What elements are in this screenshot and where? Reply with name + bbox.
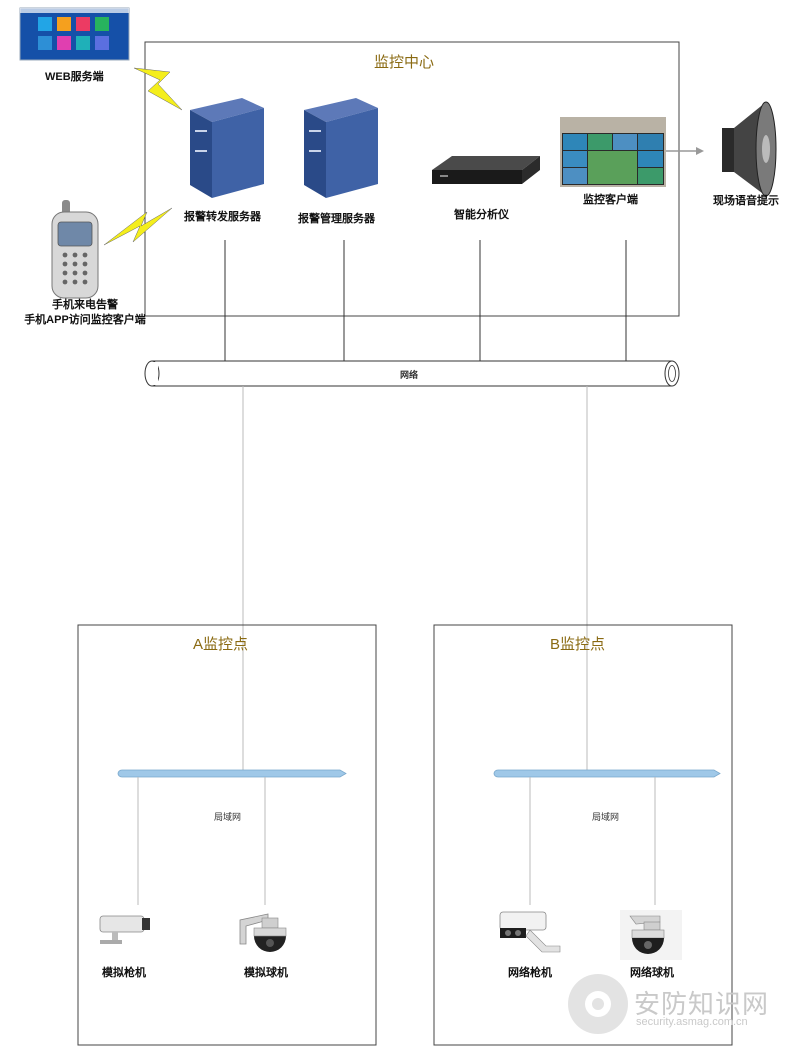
analyzer-label: 智能分析仪	[454, 209, 509, 221]
analog-bullet-camera-icon	[99, 915, 150, 944]
site-b-title: B监控点	[550, 636, 606, 653]
site-b-camera1-label: 网络枪机	[508, 967, 552, 979]
analyzer-icon	[432, 156, 540, 184]
network-dome-camera-icon	[620, 910, 682, 960]
center-box	[144, 41, 680, 317]
network-bullet-camera-icon	[499, 911, 561, 953]
lan-pipe-a	[117, 769, 347, 778]
web-app-tile	[57, 36, 71, 50]
site-b-lan-label: 局域网	[592, 812, 620, 822]
alarm-forward-server-icon	[190, 98, 264, 198]
site-a-title: A监控点	[193, 636, 249, 653]
lightning-icon-phone	[103, 207, 173, 246]
alarm-manage-server-label: 报警管理服务器	[298, 213, 375, 225]
alarm-manage-server-icon	[304, 98, 378, 198]
speaker-label: 现场语音提示	[713, 195, 779, 207]
site-a-camera1-label: 模拟枪机	[102, 967, 146, 979]
web-app-tile	[95, 17, 109, 31]
web-app-tile	[57, 17, 71, 31]
web-server-label: WEB服务端	[45, 71, 104, 83]
phone-label: 手机来电告警 手机APP访问监控客户端	[24, 299, 146, 326]
analog-dome-camera-icon	[239, 913, 287, 952]
watermark-name: 安防知识网	[634, 989, 770, 1019]
site-a-lan-label: 局域网	[214, 812, 242, 822]
site-b-camera2-label: 网络球机	[630, 967, 674, 979]
lightning-icon-web	[133, 67, 183, 111]
watermark-logo-icon	[568, 974, 628, 1034]
site-a-camera2-label: 模拟球机	[244, 967, 288, 979]
site-a-box	[77, 624, 377, 1046]
arrow-head-icon	[696, 147, 704, 155]
mobile-phone-icon	[51, 200, 99, 299]
watermark-url: security.asmag.com.cn	[636, 1016, 748, 1028]
web-app-tile	[95, 36, 109, 50]
center-title: 监控中心	[374, 54, 435, 71]
video-wall-icon	[560, 117, 666, 187]
web-app-tile	[76, 17, 90, 31]
web-screen-icon	[19, 7, 130, 61]
monitoring-client-label: 监控客户端	[583, 194, 638, 206]
web-app-tile	[38, 17, 52, 31]
network-label: 网络	[400, 370, 419, 380]
web-app-tile	[76, 36, 90, 50]
lan-pipe-b	[493, 769, 721, 778]
alarm-forward-server-label: 报警转发服务器	[184, 211, 261, 223]
speaker-icon	[722, 101, 777, 197]
site-b-box	[433, 624, 733, 1046]
network-pipe	[144, 360, 680, 387]
web-app-tile	[38, 36, 52, 50]
